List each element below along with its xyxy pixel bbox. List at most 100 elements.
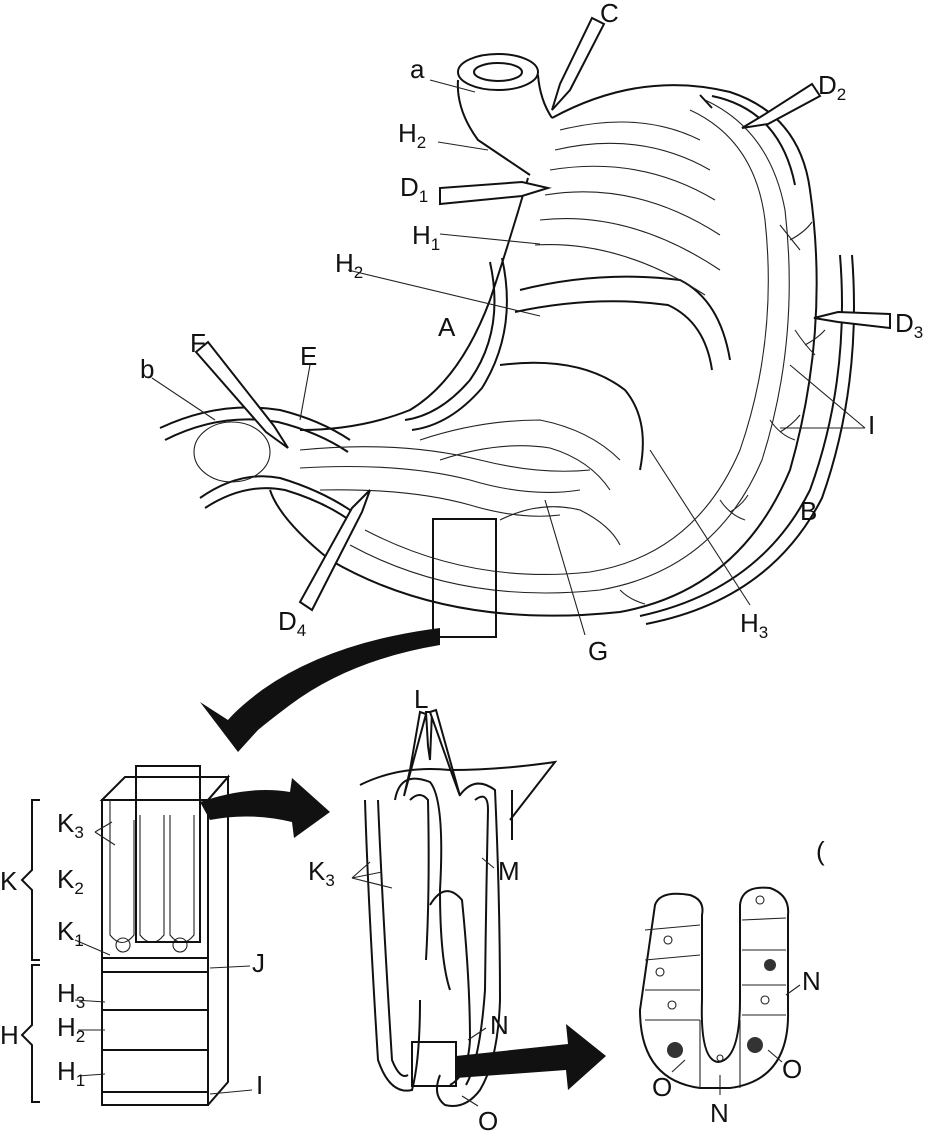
cut-layer-inner (514, 300, 713, 371)
gland-crypt-1 (394, 777, 451, 991)
greater-curvature-layer-1 (349, 99, 790, 594)
arrow-L-3 (428, 708, 461, 797)
label-J: J (252, 948, 265, 978)
label-F: F (190, 328, 206, 358)
stomach-wall-section (20, 765, 253, 1106)
cell-nuclei (655, 895, 776, 1062)
brace-K (20, 799, 40, 961)
wall-block-front (101, 799, 209, 1106)
lesser-curvature (299, 177, 529, 431)
arrow-D2 (741, 82, 822, 129)
esophagus-left-edge (456, 79, 531, 176)
label-H: H (0, 1020, 19, 1050)
label-O-cells-right: O (782, 1054, 802, 1084)
label-H2-middle: H2 (335, 248, 363, 282)
label-K3-gland: K3 (308, 856, 335, 890)
gland-inner-left (377, 799, 409, 1077)
arrow-L-1 (403, 710, 428, 797)
black-arrow-to-gland (200, 778, 330, 838)
brace-H (20, 964, 40, 1103)
wall-block-top (99, 776, 231, 801)
gland-crypt-2-inner (465, 795, 490, 1086)
label-G: G (588, 636, 608, 666)
label-D2: D2 (818, 70, 846, 104)
gland-cells (638, 886, 801, 1095)
label-b: b (140, 354, 154, 384)
arrow-C (551, 16, 606, 111)
label-K: K (0, 866, 18, 896)
stomach (159, 53, 855, 638)
label-I-wall: I (256, 1070, 263, 1100)
leader-lines (151, 79, 866, 636)
label-H2-wall: H2 (57, 1012, 85, 1046)
label-O-gland: O (478, 1106, 498, 1136)
duodenum-upper-edge-2 (164, 418, 349, 453)
label-B: B (800, 496, 817, 526)
label-D3: D3 (895, 308, 923, 342)
label-K3-wall: K3 (57, 808, 84, 842)
greater-curvature (269, 84, 818, 617)
arrow-D4 (298, 489, 371, 612)
label-arrows (194, 16, 891, 612)
label-H2-top: H2 (398, 118, 426, 152)
label-H3-stomach: H3 (740, 608, 768, 642)
label-I-stomach: I (868, 410, 875, 440)
arrow-F (194, 340, 289, 449)
label-H1-wall: H1 (57, 1056, 85, 1090)
gastric-glands (109, 800, 195, 953)
label-H3-wall: H3 (57, 978, 85, 1012)
duodenum-lower-edge-2 (204, 487, 353, 523)
label-D4: D4 (278, 606, 306, 640)
label-N-cells-bottom: N (710, 1098, 729, 1128)
gland-crypt-2 (435, 782, 502, 1107)
arrow-D1 (439, 180, 552, 206)
black-arrow-to-wall-section (200, 628, 440, 752)
label-K2: K2 (57, 864, 84, 898)
arrow-L-2 (424, 711, 434, 761)
serosa-cut-1 (699, 94, 713, 109)
black-arrow-to-cells (456, 1024, 606, 1090)
rugae-folds (299, 419, 621, 546)
duodenum-upper-edge (159, 406, 351, 441)
blood-vessels (619, 221, 826, 605)
label-K1: K1 (57, 916, 84, 950)
muscle-striations (534, 121, 721, 296)
wall-block-side (207, 774, 229, 1106)
label-A: A (438, 312, 456, 342)
label-paren: ( (816, 836, 825, 866)
label-L: L (414, 684, 428, 714)
cell-cluster-outline (638, 886, 790, 1089)
label-M: M (498, 856, 520, 886)
mucosa-edge (499, 361, 644, 471)
duodenum-lower-edge (199, 475, 351, 511)
sample-box (432, 518, 497, 638)
gastric-gland (351, 708, 558, 1107)
label-N-cells: N (802, 966, 821, 996)
cut-layer-outer (519, 275, 731, 361)
greater-curvature-layer-2 (364, 109, 769, 576)
duodenum-wall (193, 421, 271, 483)
label-a: a (410, 54, 425, 84)
lesser-omentum-outer (404, 261, 496, 421)
label-H1: H1 (412, 220, 440, 254)
greater-omentum-inner (645, 254, 855, 625)
gland-crypt-1-inner (409, 794, 430, 961)
gland-zoom-box (135, 765, 201, 943)
greater-omentum-outer (639, 254, 843, 617)
esophagus-opening (457, 53, 539, 91)
cell-boundaries (644, 917, 787, 1088)
serosa-band (711, 95, 796, 186)
esophagus-lumen (473, 62, 523, 82)
esophagus-right-edge (537, 74, 553, 119)
label-D1: D1 (400, 172, 428, 206)
label-C: C (600, 0, 619, 28)
arrow-D3 (813, 310, 891, 330)
lesser-omentum-inner (411, 257, 508, 431)
label-E: E (300, 341, 317, 371)
label-O-cells-left: O (652, 1072, 672, 1102)
gland-outer-left (364, 799, 421, 1092)
label-N-gland: N (490, 1010, 509, 1040)
